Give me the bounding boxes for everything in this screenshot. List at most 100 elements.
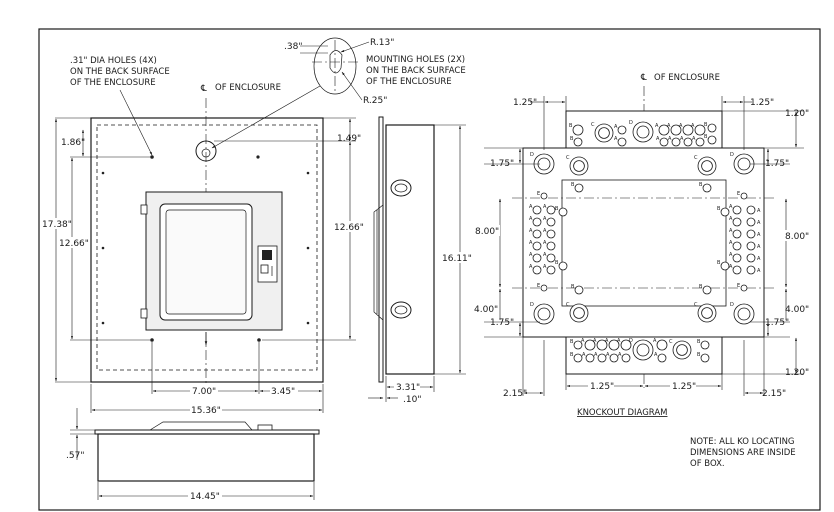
knockout-letter: B <box>569 123 573 129</box>
knockout-hole-b <box>572 124 584 136</box>
knockout-hole-a <box>732 253 742 263</box>
back-hole <box>256 155 260 159</box>
knockout-hole-a <box>585 353 595 363</box>
knockout-hole-a <box>532 229 542 239</box>
ko-note-line1: NOTE: ALL KO LOCATING <box>690 437 795 447</box>
knockout-letter: B <box>697 339 701 345</box>
dim-label-bg <box>190 404 222 415</box>
knockout-hole-a <box>546 205 556 215</box>
ko-dim-175-r1: 1.75" <box>765 159 789 169</box>
ko-note-line3: OF BOX. <box>690 459 725 469</box>
knockout-hole-a <box>746 205 756 215</box>
mounting-note-line3: OF THE ENCLOSURE <box>366 77 452 87</box>
knockout-hole-a <box>746 217 756 227</box>
ko-title: KNOCKOUT DIAGRAM <box>577 408 668 418</box>
knockout-letter: A <box>757 208 761 214</box>
knockout-letter: E <box>737 283 740 289</box>
knockout-hole-e <box>740 192 748 200</box>
knockout-letter: A <box>654 352 658 358</box>
knockout-hole-a <box>658 124 670 136</box>
knockout-hole-b <box>558 261 568 271</box>
knockout-letter: B <box>697 352 701 358</box>
dim-label-bg <box>190 385 218 396</box>
knockout-letter: A <box>729 264 733 270</box>
ko-dim-175-l2: 1.75" <box>490 318 514 328</box>
knockout-hole-b <box>702 183 712 193</box>
knockout-letter: C <box>591 122 595 128</box>
knockout-hole-a <box>609 353 619 363</box>
dim-label-bg <box>441 252 471 263</box>
ko-dim-400-l: 4.00" <box>474 305 498 315</box>
knockout-letter: A <box>680 136 684 142</box>
knockout-letter: A <box>656 136 660 142</box>
knockout-letter: B <box>570 136 574 142</box>
knockout-hole-a <box>532 253 542 263</box>
ko-dim-215-r: 2.15" <box>762 389 786 399</box>
bottom-latch <box>257 424 273 431</box>
knockout-hole-a <box>683 137 693 147</box>
knockout-hole-b <box>720 207 730 217</box>
ko-dim-175-r2: 1.75" <box>765 318 789 328</box>
knockout-hole-a <box>670 124 682 136</box>
knockout-hole-b <box>700 340 710 350</box>
bottom-dim-width: 14.45" <box>190 492 220 502</box>
knockout-letter: A <box>757 220 761 226</box>
knockout-letter: A <box>757 244 761 250</box>
ko-dim-175-l1: 1.75" <box>490 159 514 169</box>
screw-dot <box>306 321 310 325</box>
detail-r13: R.13" <box>370 38 394 48</box>
knockout-hole-inner <box>701 307 713 319</box>
dim-label-bg <box>784 230 810 241</box>
knockout-letter: A <box>594 352 598 358</box>
knockout-hole-b <box>702 285 712 295</box>
front-centerline-symbol: ℄ <box>200 84 207 94</box>
dim-label-bg <box>270 385 298 396</box>
side-knockout <box>390 301 412 319</box>
drawing-border <box>38 28 821 511</box>
knockout-letter: A <box>757 232 761 238</box>
knockout-letter: B <box>571 284 575 290</box>
knockout-letter: B <box>704 134 708 140</box>
knockout-letter: A <box>543 264 547 270</box>
door-window-inner <box>165 209 247 315</box>
knockout-hole-a <box>682 124 694 136</box>
knockout-hole-inner <box>537 307 551 321</box>
knockout-letter: A <box>729 228 733 234</box>
knockout-letter: A <box>618 352 622 358</box>
knockout-hole-a <box>746 253 756 263</box>
enclosure-inner-box-dashed <box>96 124 318 371</box>
ko-dim-125-tl: 1.25" <box>513 98 537 108</box>
knockout-hole-a <box>732 217 742 227</box>
knockout-letter: A <box>529 204 533 210</box>
knockout-letter: E <box>537 283 540 289</box>
knockout-hole-e <box>540 192 548 200</box>
knockout-hole-inner <box>573 307 585 319</box>
knockout-letter: A <box>543 204 547 210</box>
screw-dot <box>101 246 105 250</box>
hinge <box>140 308 148 319</box>
ko-dim-125-tr: 1.25" <box>750 98 774 108</box>
bottom-view: .57" 14.45" <box>66 408 320 502</box>
side-dim-flange: .10" <box>403 395 421 405</box>
dim-hole-offset: 3.45" <box>271 387 295 397</box>
leader-detail <box>211 85 321 149</box>
knockout-hole-a <box>546 241 556 251</box>
knockout-hole-a <box>546 253 556 263</box>
detail-38: .38" <box>284 42 302 52</box>
screw-dot <box>101 321 105 325</box>
knockout-hole-a <box>596 339 608 351</box>
knockout-letter: A <box>529 252 533 258</box>
knockout-hole-a <box>732 265 742 275</box>
knockout-letter: A <box>679 123 683 129</box>
ko-inner <box>561 179 727 307</box>
knockout-letter: B <box>555 260 559 266</box>
knockout-hole-a <box>546 265 556 275</box>
ko-dim-125-br: 1.25" <box>672 382 696 392</box>
side-knockout-inner <box>394 305 408 315</box>
dim-label-bg <box>41 218 69 229</box>
knockout-letter: C <box>694 155 698 161</box>
back-holes-note-line3: OF THE ENCLOSURE <box>70 78 156 88</box>
ko-dim-800-r: 8.00" <box>785 232 809 242</box>
front-view: ℄ OF ENCLOSURE 17.38" <box>41 37 466 416</box>
